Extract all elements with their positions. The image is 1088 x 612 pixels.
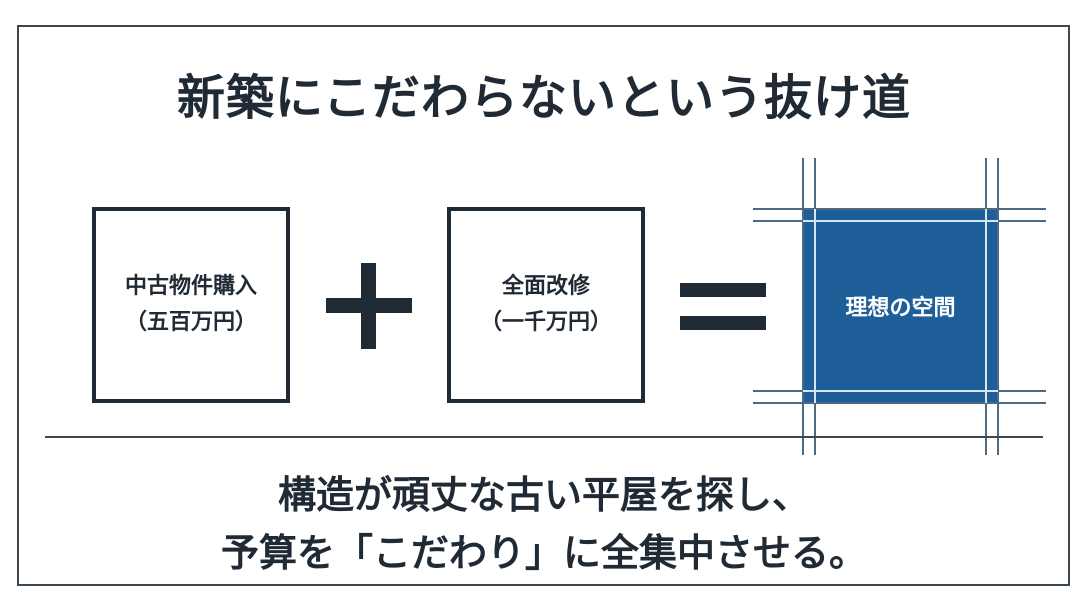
used-property-box: 中古物件購入 （五百万円） bbox=[92, 207, 290, 403]
used-property-label: 中古物件購入 bbox=[124, 274, 257, 299]
divider-line bbox=[45, 436, 1043, 438]
renovation-box: 全面改修 （一千万円） bbox=[447, 207, 645, 403]
slide-title: 新築にこだわらないという抜け道 bbox=[176, 70, 912, 126]
ideal-space-box: 理想の空間 bbox=[803, 209, 998, 403]
conclusion-line-1: 構造が頑丈な古い平屋を探し、 bbox=[277, 473, 810, 517]
conclusion-line-2: 予算を「こだわり」に全集中させる。 bbox=[220, 531, 867, 575]
renovation-label: 全面改修 bbox=[501, 274, 590, 299]
used-property-cost: （五百万円） bbox=[124, 310, 257, 335]
ideal-space-label: 理想の空間 bbox=[845, 296, 956, 321]
renovation-cost: （一千万円） bbox=[479, 310, 612, 335]
slide-frame bbox=[17, 25, 1070, 586]
